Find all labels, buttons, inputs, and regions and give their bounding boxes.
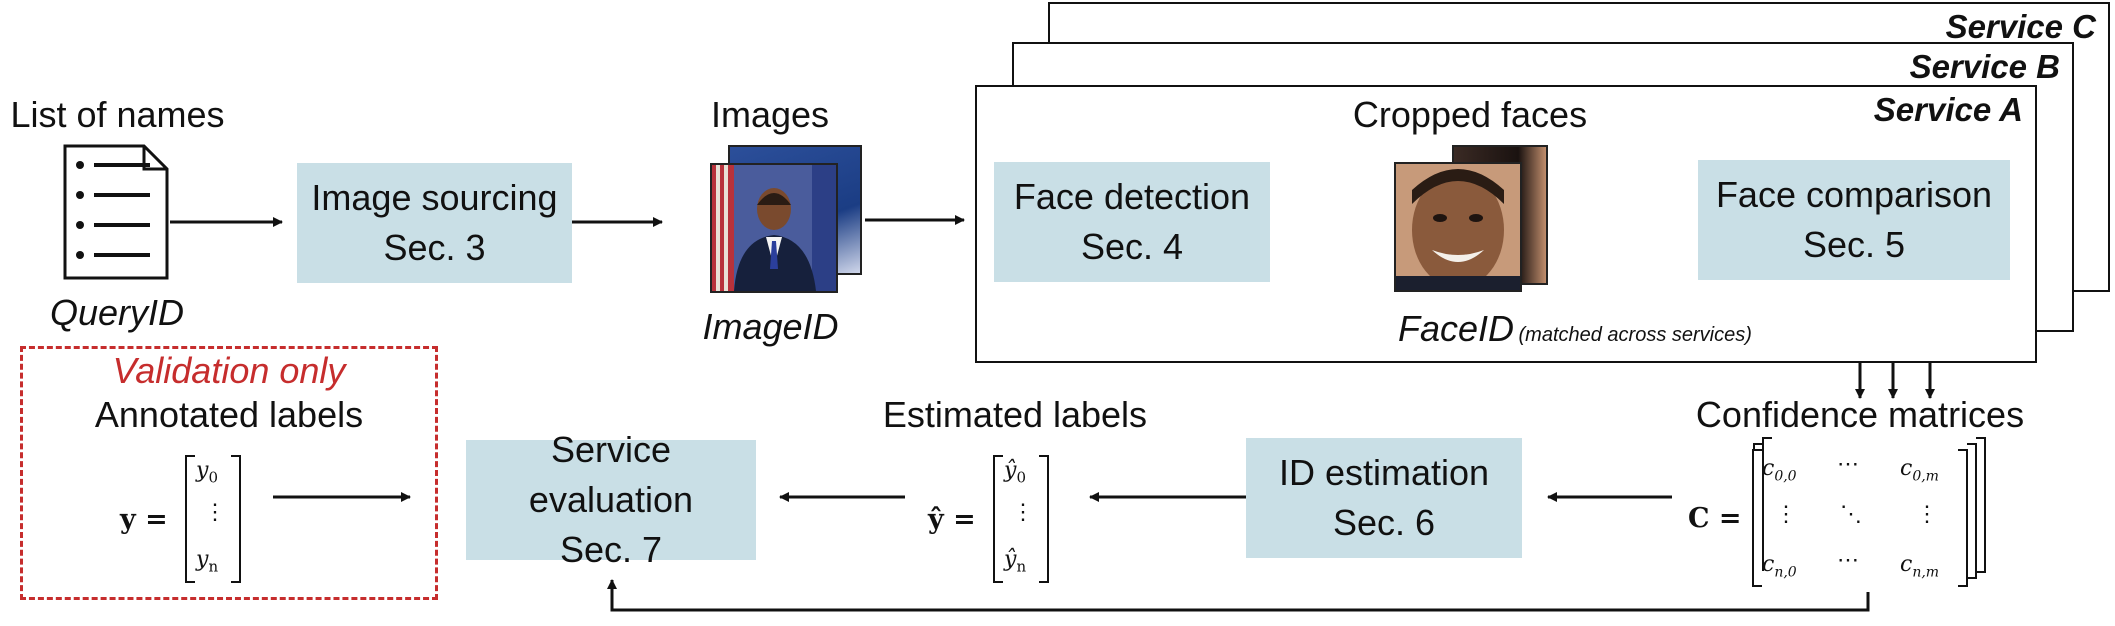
- matrix-right-vdots: ⋮: [1916, 502, 1938, 527]
- matrix-entry-c0m: c0,m: [1900, 456, 1939, 485]
- estimated-labels-title: Estimated labels: [882, 394, 1148, 435]
- service-b-label: Service B: [1909, 48, 2060, 85]
- matrix-c-left-bracket: [1762, 437, 1772, 571]
- list-of-names-title: List of names: [10, 94, 225, 135]
- cropped-face-front: [1394, 162, 1522, 292]
- estimated-vector-left-bracket: [993, 455, 1003, 583]
- query-id-label: QueryID: [49, 292, 185, 333]
- matrix-bottom-hdots: ⋯: [1837, 548, 1859, 573]
- matrix-top-hdots: ⋯: [1837, 452, 1859, 477]
- face-detection-label: Face detection: [1013, 176, 1251, 217]
- step-image-sourcing: Image sourcing Sec. 3: [297, 163, 572, 283]
- matrix-entry-cnm: cn,m: [1900, 552, 1940, 581]
- face-image: [1396, 164, 1520, 290]
- matrix-left-vdots: ⋮: [1775, 502, 1797, 527]
- portrait-image: [712, 165, 836, 291]
- face-id-note: (matched across services): [1518, 324, 1752, 346]
- image-id-label: ImageID: [702, 306, 839, 347]
- step-id-estimation: ID estimation Sec. 6: [1246, 438, 1522, 558]
- service-a-label: Service A: [1873, 91, 2023, 128]
- matrix-c-right-bracket: [1976, 437, 1986, 573]
- confidence-lhs: C =: [1688, 503, 1742, 534]
- validation-box: [20, 346, 438, 600]
- annotated-lhs: y =: [120, 504, 168, 535]
- matrix-entry-cn0: cn,0: [1762, 552, 1797, 581]
- matrix-entry-c00: c0,0: [1762, 456, 1797, 485]
- step-service-evaluation: Service evaluation Sec. 7: [466, 429, 756, 570]
- annotated-yn: yn: [196, 547, 219, 576]
- annotated-vector-right-bracket: [231, 455, 241, 583]
- annotated-y0: y0: [196, 458, 218, 487]
- id-estimation-label: ID estimation: [1278, 452, 1490, 493]
- validation-title: Validation only: [112, 350, 346, 391]
- list-document-icon: [63, 144, 169, 280]
- service-evaluation-label: Service evaluation: [528, 429, 694, 520]
- annotated-vdots: ⋮: [204, 500, 226, 525]
- face-id-label: FaceID: [1398, 308, 1515, 349]
- image-sourcing-section: Sec. 3: [383, 227, 486, 268]
- matrix-a-right-bracket: [1958, 449, 1968, 587]
- images-title: Images: [710, 94, 830, 135]
- annotated-labels-title: Annotated labels: [94, 394, 364, 435]
- matrix-b-right-bracket: [1967, 443, 1977, 579]
- step-face-detection: Face detection Sec. 4: [994, 162, 1270, 282]
- face-detection-section: Sec. 4: [1080, 226, 1184, 267]
- step-face-comparison: Face comparison Sec. 5: [1698, 160, 2010, 280]
- source-image-front: [710, 163, 838, 293]
- service-c-label: Service C: [1945, 8, 2096, 45]
- estimated-y0: ŷ0: [1004, 458, 1026, 487]
- estimated-lhs: ŷ =: [928, 504, 976, 535]
- confidence-matrices-title: Confidence matrices: [1695, 394, 2025, 435]
- matrix-a-left-bracket: [1752, 449, 1762, 587]
- annotated-vector-left-bracket: [185, 455, 195, 583]
- id-estimation-section: Sec. 6: [1332, 502, 1436, 543]
- estimated-vector-right-bracket: [1039, 455, 1049, 583]
- face-comparison-section: Sec. 5: [1802, 224, 1906, 265]
- estimated-vdots: ⋮: [1012, 500, 1034, 525]
- cropped-faces-title: Cropped faces: [1352, 94, 1588, 135]
- arrow-matrices-feedback-to-evaluation: [607, 579, 1870, 612]
- matrix-ddots: ⋱: [1840, 502, 1862, 527]
- estimated-yn: ŷn: [1004, 547, 1027, 576]
- service-evaluation-section: Sec. 7: [559, 529, 663, 570]
- image-sourcing-label: Image sourcing: [311, 177, 558, 218]
- face-comparison-label: Face comparison: [1715, 174, 1993, 215]
- face-id-row: FaceID (matched across services): [1398, 308, 1752, 350]
